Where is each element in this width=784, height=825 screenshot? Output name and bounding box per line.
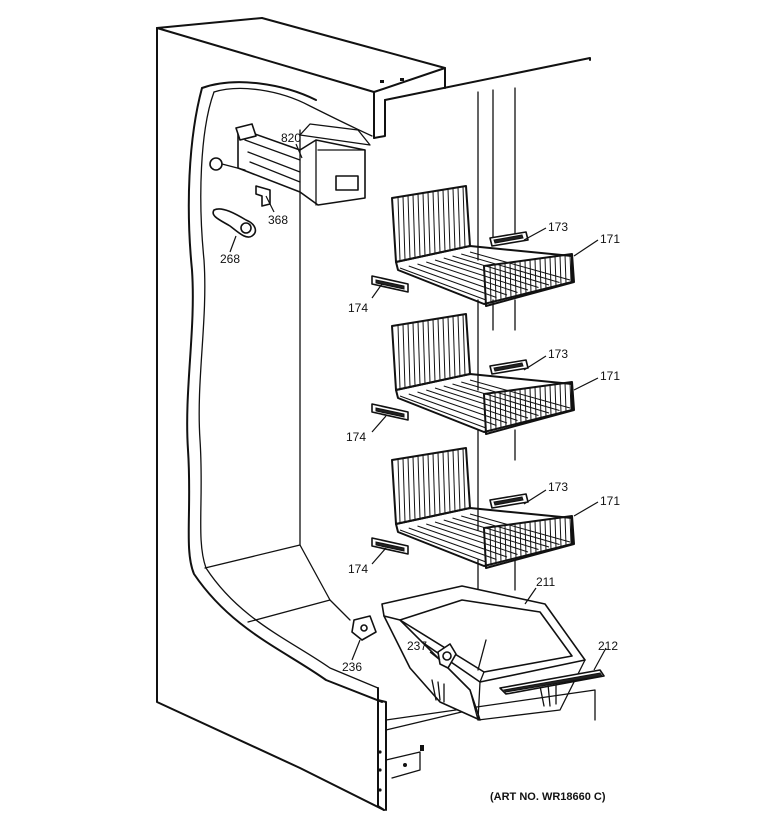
rail-174-bottom: [371, 537, 409, 555]
basket-middle: [391, 313, 575, 435]
ice-maker-assembly: [209, 123, 371, 206]
cabinet-shell: [156, 17, 596, 811]
rail-174-middle: [371, 403, 409, 421]
label-174-bottom: 174: [348, 562, 368, 576]
label-171-top: 171: [600, 232, 620, 246]
rail-173-bottom: [489, 493, 529, 509]
basket-bottom: [391, 447, 575, 569]
rail-173-top: [489, 231, 529, 247]
rail-174-top: [371, 275, 409, 293]
basket-top: [391, 185, 575, 307]
label-211: 211: [536, 575, 555, 589]
wire-baskets: [391, 185, 575, 569]
label-174-top: 174: [348, 301, 368, 315]
part-236-bracket: [351, 615, 377, 641]
art-number: (ART NO. WR18660 C): [490, 791, 606, 803]
label-268: 268: [220, 252, 240, 266]
label-173-bottom: 173: [548, 480, 568, 494]
part-212-trim: [499, 669, 605, 695]
part-237-clip: [437, 643, 457, 669]
label-368: 368: [268, 213, 288, 227]
label-173-middle: 173: [548, 347, 568, 361]
part-labels: 820 368 268 173 171 174 173 171 174 173 …: [220, 131, 620, 803]
label-236: 236: [342, 660, 362, 674]
label-212: 212: [598, 639, 618, 653]
part-368-bracket: [255, 185, 271, 207]
part-268-knob: [212, 208, 257, 238]
label-174-middle: 174: [346, 430, 366, 444]
label-173-top: 173: [548, 220, 568, 234]
label-171-bottom: 171: [600, 494, 620, 508]
rail-173-middle: [489, 359, 529, 375]
label-820: 820: [281, 131, 301, 145]
leader-lines: [229, 143, 607, 671]
label-171-middle: 171: [600, 369, 620, 383]
bin-211: [381, 585, 586, 721]
label-237: 237: [407, 639, 427, 653]
